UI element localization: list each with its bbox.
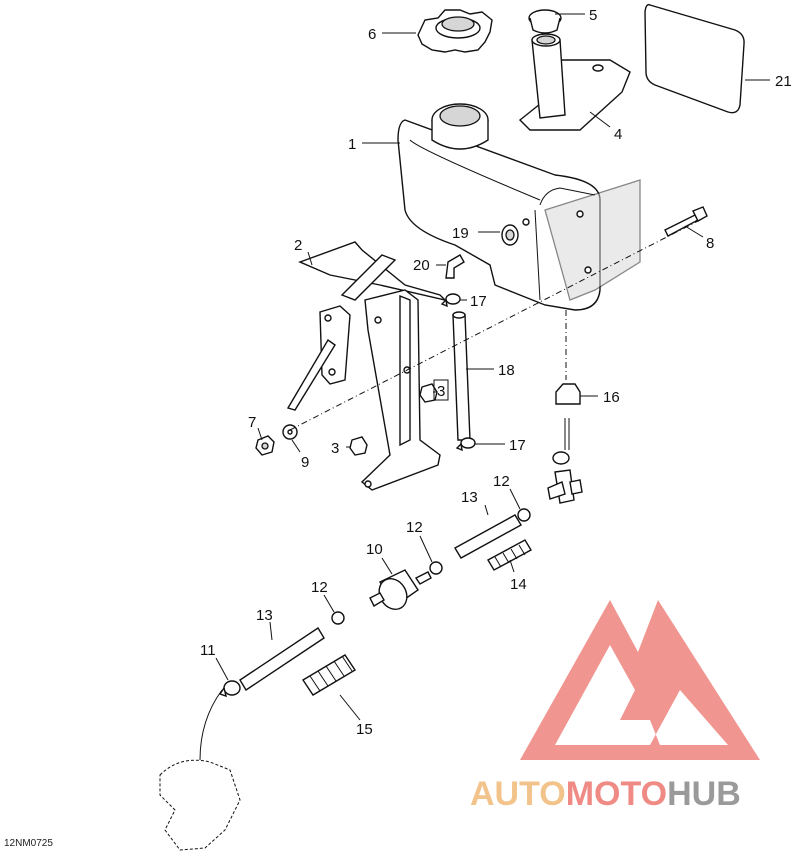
hose-clamp-upper xyxy=(440,293,461,308)
decal-plate xyxy=(644,3,745,114)
callout-11: 11 xyxy=(200,642,216,659)
fuel-tank xyxy=(397,103,641,311)
leader-lines xyxy=(215,13,770,721)
callout-13b: 13 xyxy=(256,607,273,624)
filler-neck-bracket xyxy=(518,33,631,131)
callout-17b: 17 xyxy=(509,437,526,454)
tank-grommet xyxy=(555,383,581,405)
callout-10: 10 xyxy=(366,541,383,558)
figure-code: 12NM0725 xyxy=(4,838,53,849)
callout-14: 14 xyxy=(510,576,527,593)
grommet xyxy=(528,9,562,34)
hose-clamp-a xyxy=(517,508,531,522)
automotohub-logo: AUTOMOTOHUB xyxy=(470,600,760,813)
callout-2: 2 xyxy=(294,237,302,254)
mounting-bracket xyxy=(286,241,448,491)
callout-20: 20 xyxy=(413,257,430,274)
bushing xyxy=(501,224,519,246)
fuel-hose-lower xyxy=(239,627,325,691)
callout-labels: 6 5 21 4 1 8 19 20 2 17 18 3 3 7 9 17 16… xyxy=(200,7,792,738)
callout-4: 4 xyxy=(614,126,622,143)
fuel-valve xyxy=(547,418,583,504)
lock-nut-lower xyxy=(349,436,368,456)
vent-hose xyxy=(452,311,471,441)
nut xyxy=(255,435,275,456)
fuel-hose-upper xyxy=(454,514,522,559)
callout-19: 19 xyxy=(452,225,469,242)
callout-12a: 12 xyxy=(493,473,510,490)
callout-3a: 3 xyxy=(437,383,445,400)
hose-clamp-c xyxy=(331,611,345,625)
callout-5: 5 xyxy=(589,7,597,24)
callout-16: 16 xyxy=(603,389,620,406)
callout-13a: 13 xyxy=(461,489,478,506)
bolt xyxy=(664,206,708,237)
fuel-line xyxy=(199,689,223,761)
logo-mark-icon xyxy=(520,600,760,760)
callout-12b: 12 xyxy=(406,519,423,536)
callout-9: 9 xyxy=(301,454,309,471)
carburetor-outline xyxy=(159,759,241,851)
fuel-filter xyxy=(369,569,432,611)
watermark-auto: AUTOMOTOHUB xyxy=(470,775,741,813)
hose-clamp-lower xyxy=(455,437,476,452)
callout-6: 6 xyxy=(368,26,376,43)
callout-8: 8 xyxy=(706,235,714,252)
callout-18: 18 xyxy=(498,362,515,379)
callout-7: 7 xyxy=(248,414,256,431)
callout-15: 15 xyxy=(356,721,373,738)
hose-clamp-b xyxy=(429,561,443,575)
hose-spring-small xyxy=(487,539,532,571)
hose-clamp-end xyxy=(218,680,241,698)
elbow-fitting xyxy=(445,254,465,279)
callout-21: 21 xyxy=(775,73,792,90)
callout-12c: 12 xyxy=(311,579,328,596)
centerline-upper xyxy=(289,219,701,431)
hose-spring-large xyxy=(302,654,356,696)
callout-3-box xyxy=(433,379,449,401)
callout-17a: 17 xyxy=(470,293,487,310)
callout-1: 1 xyxy=(348,136,356,153)
fuel-cap xyxy=(417,9,493,53)
callout-3b: 3 xyxy=(331,440,339,457)
